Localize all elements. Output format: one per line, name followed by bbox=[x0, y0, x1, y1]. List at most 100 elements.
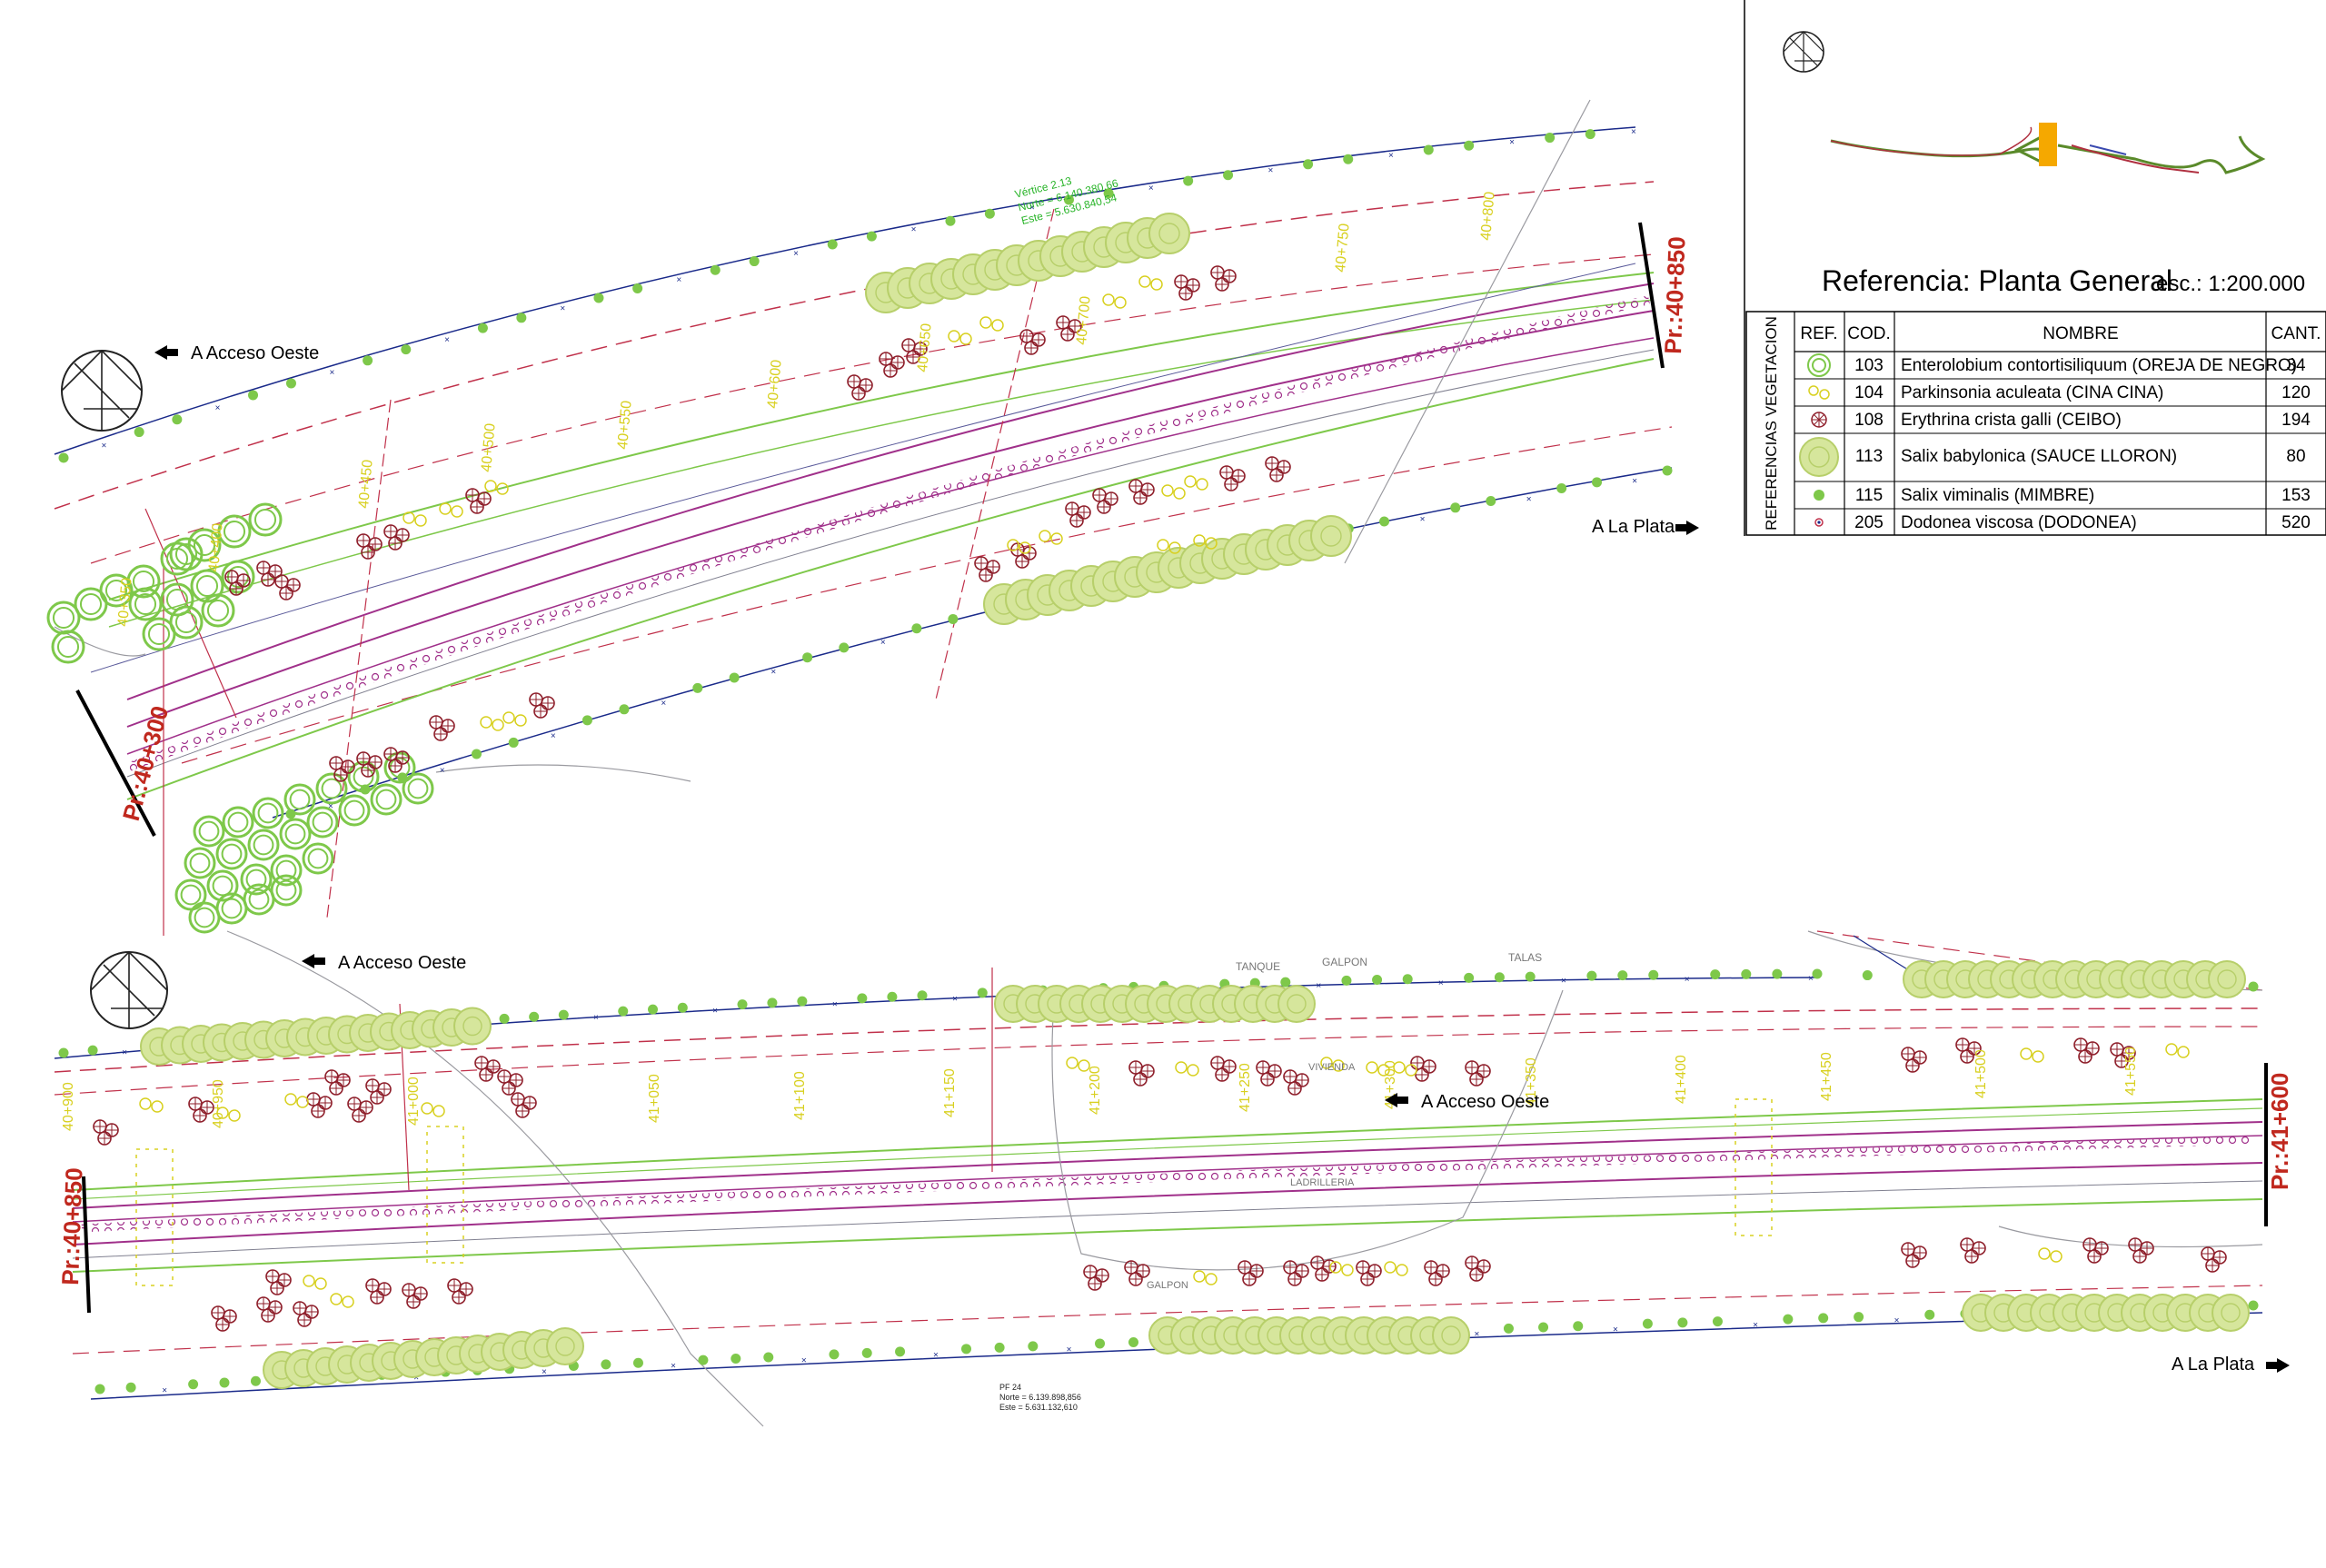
fence-marker: × bbox=[329, 368, 334, 378]
red-flower-icon bbox=[1811, 412, 1827, 428]
station-label: 40+400 bbox=[206, 522, 226, 572]
legend-quantity: 194 bbox=[2281, 411, 2311, 430]
ceibo-cluster bbox=[1065, 501, 1091, 528]
progressive-top-end: Pr.:40+850 bbox=[1659, 236, 1690, 354]
cina-cina-pair bbox=[948, 330, 972, 345]
cina-cina-pair bbox=[484, 480, 509, 495]
station-label: 40+950 bbox=[211, 1079, 226, 1128]
arrow-left-icon bbox=[154, 345, 178, 360]
legend-code: 103 bbox=[1854, 356, 1884, 375]
fence-marker: × bbox=[1316, 981, 1321, 991]
mimbre-tree bbox=[1854, 1312, 1864, 1323]
fence-marker: × bbox=[440, 766, 445, 776]
mimbre-tree bbox=[698, 1355, 709, 1365]
ceibo-cluster bbox=[474, 1056, 501, 1082]
arrow-left-icon bbox=[302, 954, 325, 968]
legend-code: 104 bbox=[1854, 383, 1884, 402]
cina-cina-pair bbox=[1161, 484, 1186, 500]
mimbre-tree bbox=[1712, 1316, 1723, 1327]
mimbre-tree bbox=[125, 1382, 136, 1393]
header-nombre: NOMBRE bbox=[2043, 324, 2118, 343]
oreja-de-negro-tree bbox=[240, 863, 273, 896]
mimbre-tree bbox=[601, 1359, 611, 1370]
fence-marker: × bbox=[1420, 514, 1426, 524]
fence-marker: × bbox=[1894, 1315, 1900, 1325]
cina-cina-pair bbox=[1384, 1261, 1408, 1276]
oreja-de-negro-tree bbox=[184, 847, 216, 879]
cina-cina-pair bbox=[303, 1275, 327, 1290]
ceibo-cluster bbox=[347, 1097, 373, 1123]
mimbre-tree bbox=[172, 414, 183, 425]
mimbre-tree bbox=[219, 1377, 230, 1388]
mimbre-tree bbox=[994, 1342, 1005, 1353]
direction-acceso-oeste-bottom-1: A Acceso Oeste bbox=[302, 953, 466, 973]
ceibo-cluster bbox=[324, 1069, 351, 1096]
fence-marker: × bbox=[1438, 978, 1444, 988]
mimbre-tree bbox=[1128, 1337, 1138, 1347]
fence-marker: × bbox=[832, 999, 838, 1009]
property-line bbox=[72, 1285, 2263, 1355]
ceibo-cluster bbox=[1256, 1060, 1282, 1087]
ceibo-cluster bbox=[265, 1269, 292, 1295]
mimbre-tree bbox=[1812, 968, 1823, 979]
ceibo-cluster bbox=[1356, 1260, 1382, 1286]
cina-cina-pair bbox=[421, 1102, 445, 1117]
fence-marker: × bbox=[952, 994, 958, 1004]
mimbre-tree bbox=[737, 999, 748, 1010]
ceibo-cluster bbox=[1424, 1260, 1450, 1286]
fence-marker: × bbox=[911, 225, 917, 235]
ceibo-cluster bbox=[1901, 1242, 1927, 1268]
mimbre-tree bbox=[1095, 1338, 1106, 1349]
oreja-de-negro-tree bbox=[243, 883, 275, 916]
mimbre-tree bbox=[839, 642, 850, 653]
ceibo-cluster bbox=[511, 1092, 537, 1118]
mimbre-tree bbox=[1772, 968, 1783, 979]
willow-tree bbox=[1277, 985, 1316, 1023]
oreja-de-negro-tree bbox=[283, 783, 316, 816]
feature-vivienda: VIVIENDA bbox=[1308, 1062, 1356, 1073]
header-cant: CANT. bbox=[2271, 324, 2321, 343]
mimbre-tree bbox=[619, 704, 630, 715]
mimbre-tree bbox=[866, 231, 877, 242]
fence-marker: × bbox=[1632, 476, 1637, 486]
ceibo-cluster bbox=[402, 1283, 428, 1309]
mimbre-tree bbox=[1402, 974, 1413, 985]
legend-name: Salix babylonica (SAUCE LLORON) bbox=[1901, 447, 2177, 466]
vertex-annotation: Vértice 2.13 Norte = 6.140.380,66 Este =… bbox=[1013, 174, 1119, 227]
mimbre-tree bbox=[582, 715, 592, 726]
fence-marker: × bbox=[801, 1355, 807, 1365]
lane-line bbox=[108, 272, 1655, 600]
cina-cina-pair bbox=[1138, 275, 1163, 291]
station-label: 40+650 bbox=[915, 323, 935, 372]
mimbre-tree bbox=[499, 1013, 510, 1024]
lane-line bbox=[108, 299, 1655, 628]
fence-marker: × bbox=[1526, 494, 1532, 504]
mimbre-tree bbox=[58, 452, 69, 463]
mimbre-tree bbox=[1617, 970, 1628, 981]
cina-cina-pair bbox=[502, 711, 527, 727]
terrain-line bbox=[1051, 989, 1564, 1271]
mimbre-tree bbox=[1545, 133, 1556, 144]
top-plan: ××××××××××××××××××××××××××× Pr.:40+300 P… bbox=[46, 99, 1699, 936]
fence-marker: × bbox=[560, 304, 565, 314]
ceibo-cluster bbox=[879, 352, 905, 378]
median-barrier bbox=[81, 1136, 2254, 1233]
ceibo-cluster bbox=[1174, 274, 1200, 301]
header-cod: COD. bbox=[1847, 324, 1891, 343]
fence-marker: × bbox=[1561, 977, 1566, 987]
ceibo-cluster bbox=[1210, 265, 1237, 292]
fence-marker: × bbox=[542, 1367, 547, 1377]
road-edge bbox=[72, 1121, 2263, 1209]
oreja-de-negro-tree bbox=[188, 901, 221, 934]
mimbre-tree bbox=[1303, 159, 1314, 170]
mimbre-tree bbox=[1379, 516, 1390, 527]
mimbre-tree bbox=[1573, 1321, 1584, 1332]
mimbre-tree bbox=[827, 239, 838, 250]
ceibo-cluster bbox=[2082, 1237, 2109, 1264]
cina-cina-pair bbox=[139, 1097, 164, 1113]
mimbre-tree bbox=[861, 1347, 872, 1358]
mimbre-tree bbox=[1494, 972, 1505, 983]
